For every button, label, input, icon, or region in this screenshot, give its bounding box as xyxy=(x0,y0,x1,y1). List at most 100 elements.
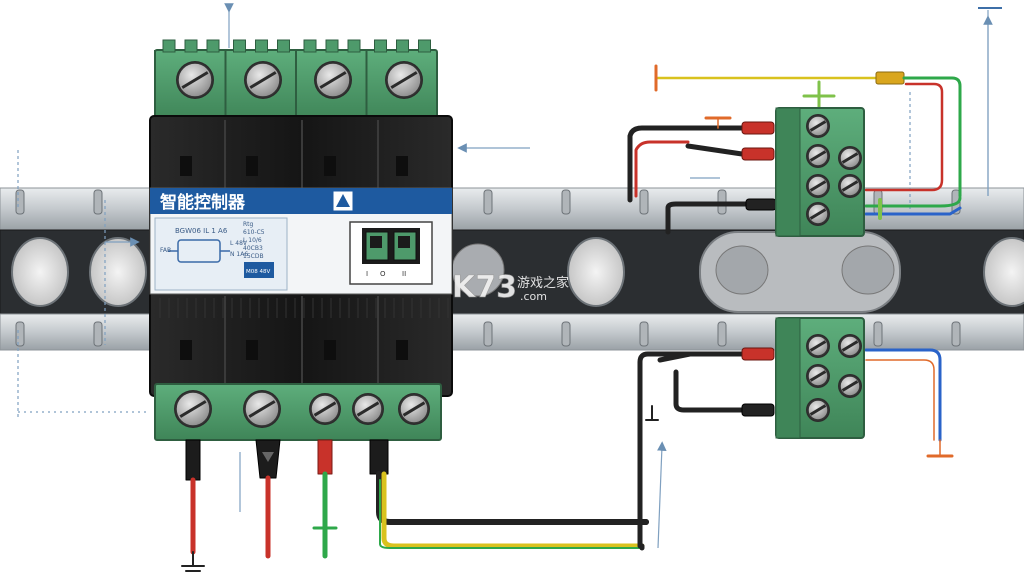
right-bottom-screws xyxy=(806,334,862,422)
rail-rivet xyxy=(873,321,883,347)
ferrule-black-b xyxy=(741,403,775,417)
body-slot xyxy=(324,156,336,176)
rail-rivet xyxy=(717,321,727,347)
wire-black-riser xyxy=(637,351,693,549)
body-slot xyxy=(180,340,192,360)
wire-black-upper xyxy=(627,125,745,203)
ferrule-3 xyxy=(317,439,333,475)
ferrule-1 xyxy=(185,439,201,481)
ferrule-red-b xyxy=(741,147,775,161)
svg-text:40CB3: 40CB3 xyxy=(243,245,263,252)
wire-black-mid xyxy=(665,201,749,235)
body-grooves xyxy=(159,120,449,388)
bottom-screws xyxy=(174,390,430,428)
svg-text:Rtg: Rtg xyxy=(243,221,254,228)
screw-icon xyxy=(838,374,862,398)
ferrule-4 xyxy=(369,439,389,475)
screw-icon xyxy=(806,398,830,422)
body-slot xyxy=(396,340,408,360)
terminal-tooth xyxy=(418,39,431,53)
panel-label-2: N 1A6 xyxy=(230,251,248,258)
wire-black-lower xyxy=(673,369,745,413)
rail-slot xyxy=(983,237,1024,307)
right-terminal-bottom xyxy=(775,317,865,439)
screw-icon xyxy=(352,393,384,425)
wire-blue-lower xyxy=(864,348,942,442)
rail-rivet xyxy=(951,321,961,347)
terminal-tooth xyxy=(277,39,290,53)
screw-icon xyxy=(838,334,862,358)
watermark-logo: K73 xyxy=(452,270,517,305)
right-terminal-top xyxy=(775,107,865,237)
screw-icon xyxy=(838,174,862,198)
ferrule-red-c xyxy=(741,347,775,361)
screw-icon xyxy=(385,61,423,99)
watermark-cn: 游戏之家 xyxy=(517,275,569,291)
terminal-tooth xyxy=(303,39,317,53)
body-slot xyxy=(246,156,258,176)
rail-rivet xyxy=(93,321,103,347)
watermark: K73 游戏之家 .com xyxy=(452,270,569,306)
switch-label-1: O xyxy=(380,270,386,278)
wire-red-upper xyxy=(634,140,690,198)
device-title: 智能控制器 xyxy=(160,192,246,213)
rail-slot xyxy=(567,237,625,307)
terminal-tooth xyxy=(233,39,246,53)
terminal-tooth xyxy=(206,39,220,53)
panel-label-1: L 48V xyxy=(230,240,248,247)
screw-icon xyxy=(176,61,214,99)
svg-text:L 10/6: L 10/6 xyxy=(243,237,262,244)
screw-icon xyxy=(806,144,830,168)
panel-label-0: FAB xyxy=(160,247,171,254)
wire-black-long xyxy=(376,471,649,525)
screw-icon xyxy=(174,390,212,428)
screw-icon xyxy=(244,61,282,99)
terminal-tooth xyxy=(374,39,387,53)
watermark-domain: .com xyxy=(520,290,547,303)
rail-rivet xyxy=(639,189,649,215)
screw-icon xyxy=(314,61,352,99)
switch-label-0: I xyxy=(366,270,368,278)
rail-rivet xyxy=(15,321,25,347)
ferrule-red-a xyxy=(741,121,775,135)
terminal-tooth xyxy=(347,39,361,53)
body-slot xyxy=(180,156,192,176)
wire-green-right xyxy=(902,76,962,198)
terminal-tooth xyxy=(255,39,268,53)
right-top-screws xyxy=(806,114,862,226)
yellow-ferrule xyxy=(875,71,905,85)
rating-box-text: M08 48V xyxy=(246,269,270,275)
rail-slots xyxy=(11,237,1024,307)
ferrule-black-a xyxy=(745,198,777,211)
rail-rivet xyxy=(15,189,25,215)
body-slot xyxy=(396,156,408,176)
rail-large-hole-right xyxy=(841,245,895,295)
terminal-tooth xyxy=(325,39,339,53)
spec-lines: Rtg 610-C5 L 10/6 40CB3 15CDB xyxy=(243,221,265,260)
rail-large-hole-left xyxy=(715,245,769,295)
svg-text:15CDB: 15CDB xyxy=(243,253,264,260)
rail-slot xyxy=(11,237,69,307)
rail-rivet xyxy=(93,189,103,215)
wire-yellow-long xyxy=(381,471,645,549)
switch-label-2: II xyxy=(402,270,406,278)
wires xyxy=(181,64,962,572)
brand-logo-mark xyxy=(336,194,350,207)
svg-text:610-C5: 610-C5 xyxy=(243,229,265,236)
rail-rivet xyxy=(639,321,649,347)
terminal-tooth xyxy=(162,39,176,53)
top-terminal-teeth xyxy=(154,39,431,120)
screw-icon xyxy=(806,334,830,358)
screw-icon xyxy=(398,393,430,425)
screw-icon xyxy=(838,146,862,170)
terminal-tooth xyxy=(396,39,409,53)
body-slot xyxy=(324,340,336,360)
screw-icon xyxy=(243,390,281,428)
rail-slot xyxy=(89,237,147,307)
wire-red-right xyxy=(864,82,944,192)
screw-icon xyxy=(806,364,830,388)
rail-rivet xyxy=(483,189,493,215)
smart-controller: 智能控制器 BGW06 IL 1 A6 FAB L 48V N 1A6 Rtg … xyxy=(149,39,453,441)
screw-icon xyxy=(309,393,341,425)
